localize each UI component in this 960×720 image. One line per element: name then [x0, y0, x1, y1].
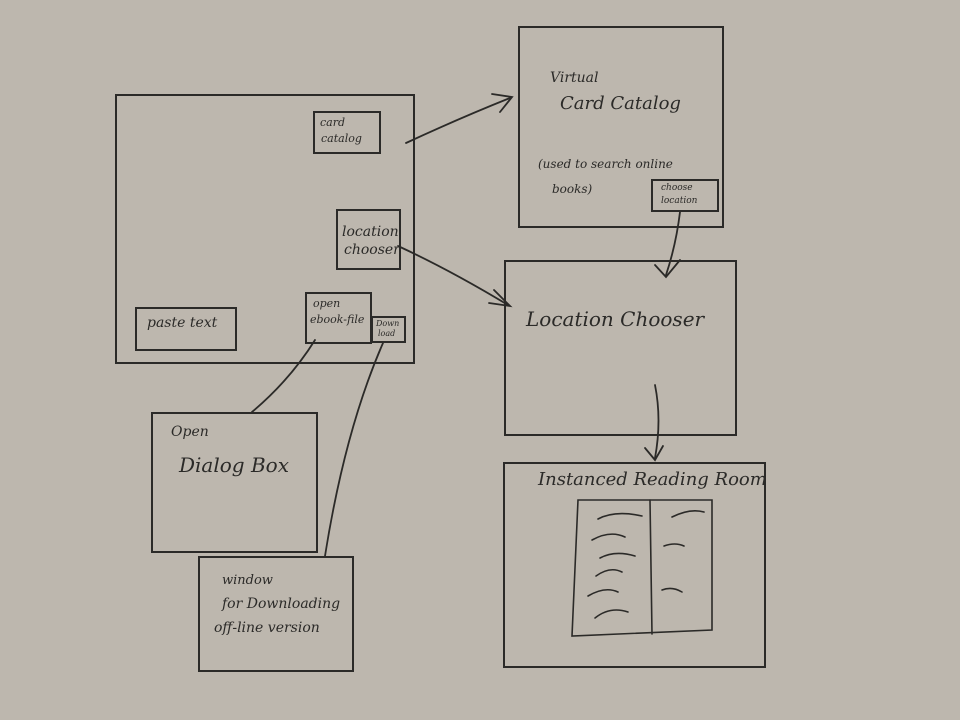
open-ebook-file-button[interactable]: open ebook-file	[305, 292, 372, 344]
download-label-2: load	[378, 329, 396, 338]
card-catalog-label-2: catalog	[321, 132, 362, 145]
open-dialog-title-2: Dialog Box	[179, 453, 289, 477]
card-catalog-label-1: card	[320, 116, 346, 129]
paste-text-label: paste text	[147, 315, 218, 331]
open-dialog-title-1: Open	[171, 424, 209, 440]
reading-room-title: Instanced Reading Room	[538, 469, 767, 490]
location-chooser-label-2: chooser	[344, 242, 400, 258]
download-window-title-3: off-line version	[214, 620, 320, 636]
open-ebook-label-1: open	[313, 297, 341, 310]
paste-text-button[interactable]: paste text	[135, 307, 237, 351]
download-window-title-2: for Downloading	[222, 596, 341, 612]
arrow-reading-room-head	[644, 445, 664, 462]
card-catalog-title-2: Card Catalog	[560, 93, 681, 114]
location-chooser-window: Location Chooser	[504, 260, 737, 436]
open-ebook-label-2: ebook-file	[310, 313, 365, 326]
card-catalog-note-2: books)	[552, 182, 593, 196]
choose-location-label-2: location	[661, 196, 698, 206]
download-button[interactable]: Down load	[371, 316, 406, 343]
arrow-card-catalog	[405, 97, 511, 144]
card-catalog-note-1: (used to search online	[538, 157, 673, 171]
download-window-title-1: window	[222, 573, 273, 588]
reading-room-window: Instanced Reading Room	[503, 462, 767, 668]
location-chooser-title: Location Chooser	[526, 307, 705, 331]
download-label-1: Down	[376, 319, 400, 328]
choose-location-label-1: choose	[661, 183, 693, 193]
location-chooser-button[interactable]: location chooser	[336, 209, 401, 270]
virtual-card-catalog-window: Virtual Card Catalog (used to search onl…	[518, 26, 724, 228]
download-window: window for Downloading off-line version	[198, 556, 354, 672]
arrow-card-catalog-head	[491, 93, 514, 113]
card-catalog-title-1: Virtual	[550, 70, 599, 86]
choose-location-button[interactable]: choose location	[651, 179, 719, 212]
location-chooser-label-1: location	[342, 224, 399, 240]
main-window	[115, 94, 415, 364]
card-catalog-button[interactable]: card catalog	[313, 111, 381, 154]
line-download-window	[324, 342, 384, 557]
open-dialog-window: Open Dialog Box	[151, 412, 318, 553]
